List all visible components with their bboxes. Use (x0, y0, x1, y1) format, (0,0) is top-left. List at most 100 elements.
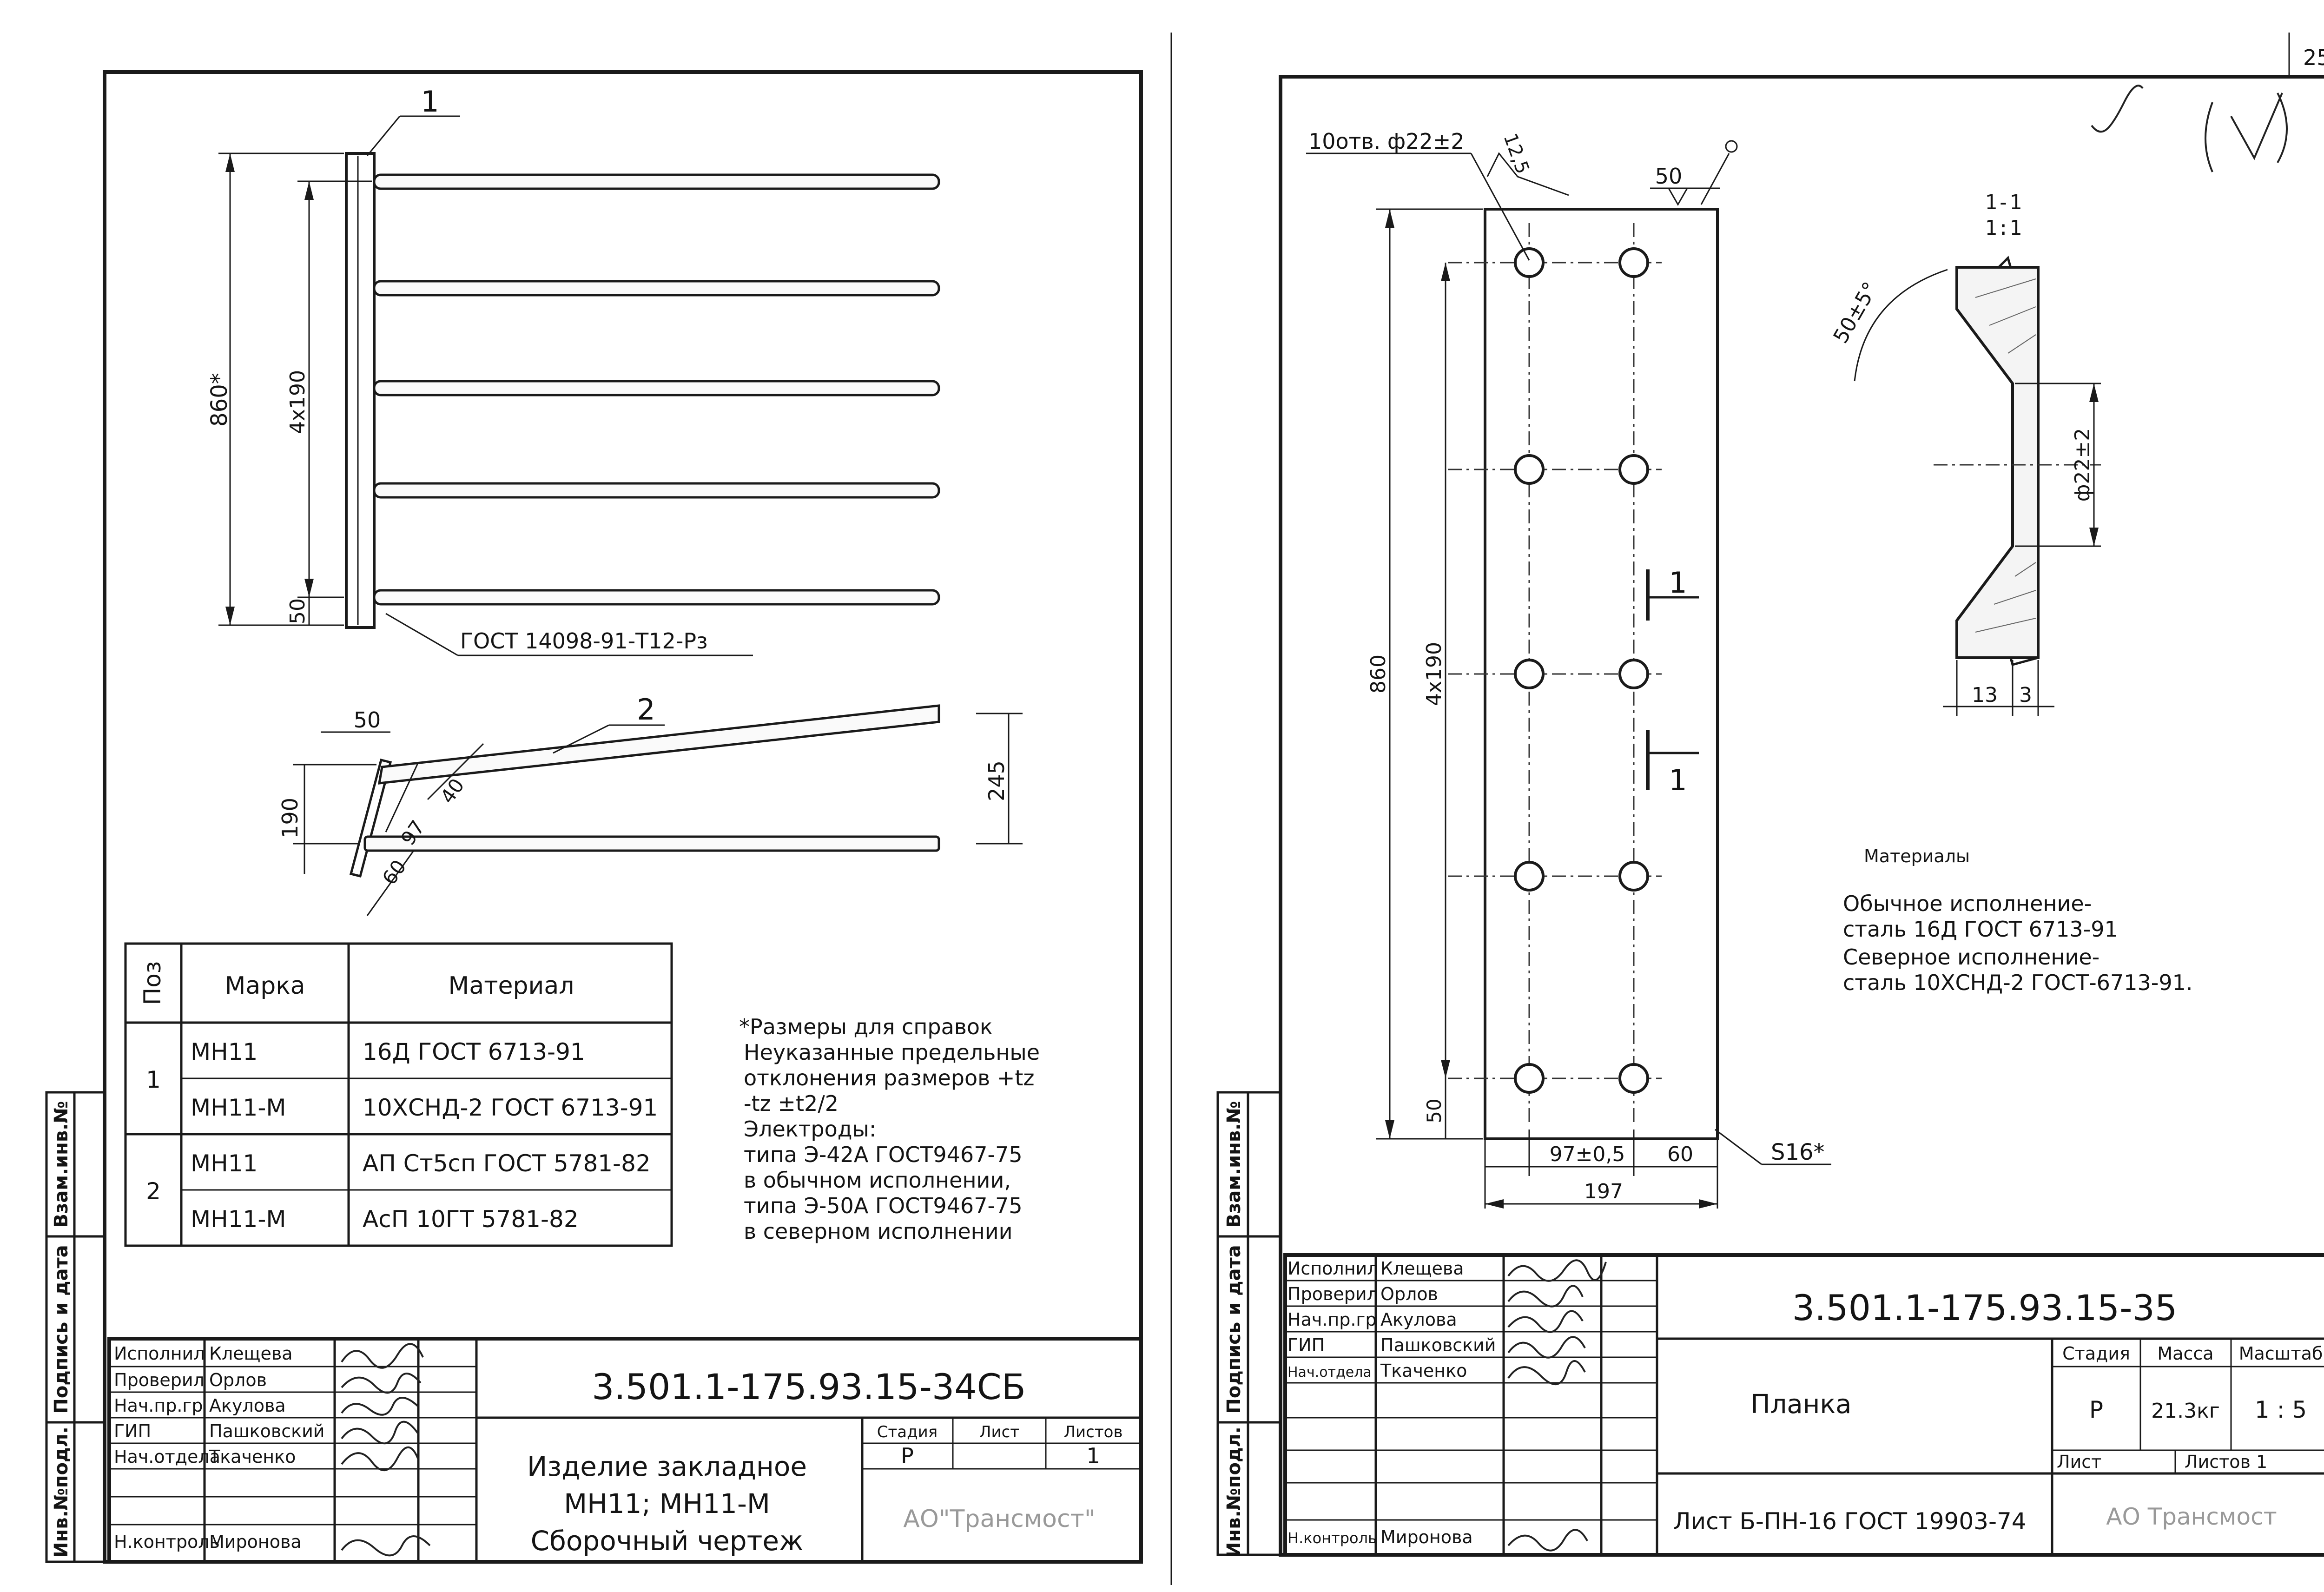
materials-note: Материалы Обычное исполнение- сталь 16Д … (1843, 846, 2193, 995)
stamp-inv-podl: Инв.№подл. (1223, 1427, 1245, 1558)
top-view: 1 860* 4x190 50 ГОСТ 14098-91-Т12-Рз (206, 85, 940, 656)
inclined-bar (377, 704, 940, 785)
anchor-bar (373, 589, 940, 606)
dim-245: 245 (984, 760, 1009, 801)
stage-value: Р (2089, 1396, 2103, 1423)
signatures (341, 1343, 431, 1557)
dim-860-star: 860* (206, 373, 232, 427)
sheets-label: Листов 1 (2185, 1452, 2267, 1472)
tb-role: Нач.отдела (114, 1447, 220, 1467)
check-mark-icon (2091, 85, 2144, 133)
sheet-label: Лист (2057, 1452, 2101, 1472)
straight-bar (363, 835, 940, 852)
spec-row-material: АсП 10ГТ 5781-82 (363, 1206, 579, 1233)
check-mark-icon (2277, 92, 2288, 163)
organization: АО"Трансмост" (903, 1505, 1096, 1533)
spec-row-mark: МН11 (191, 1150, 257, 1177)
bolt-hole (1514, 659, 1545, 689)
dim-197: 197 (1584, 1180, 1623, 1203)
dim-60: 60 (1667, 1143, 1693, 1166)
tb-role: Исполнил (114, 1343, 205, 1364)
tb-role: Нач.пр.гр (1287, 1309, 1377, 1330)
tb-role: Проверил (114, 1370, 205, 1390)
tb-name: Клещева (1380, 1258, 1464, 1279)
bolt-hole (1514, 861, 1545, 892)
document-code: 3.501.1-175.93.15-34СБ (592, 1366, 1026, 1407)
signatures (1507, 1259, 1607, 1552)
tb-name: Акулова (1380, 1309, 1457, 1330)
document-code: 3.501.1-175.93.15-35 (1792, 1287, 2177, 1328)
tb-role: Исполнил (1287, 1258, 1379, 1279)
tb-name: Клещева (209, 1343, 293, 1364)
holes-note: 10отв. ф22±2 (1308, 129, 1465, 154)
dim-50-bottom: 50 (286, 598, 310, 624)
side-view: 2 50 190 40 97 60 245 (277, 693, 1023, 916)
spec-row-mark: МН11-М (191, 1094, 286, 1121)
left-sheet: 1 860* 4x190 50 ГОСТ 14098-91-Т12-Рз (45, 33, 1172, 1585)
note-line: в обычном исполнении, (744, 1168, 1011, 1193)
spec-row-pos: 1 (146, 1066, 161, 1093)
left-title-block: Исполнил Проверил Нач.пр.гр ГИП Нач.отде… (107, 1337, 1143, 1564)
anchor-bar (373, 173, 940, 190)
spec-header-material: Материал (449, 972, 574, 1000)
tb-name: Орлов (209, 1370, 267, 1390)
holes (1514, 247, 1649, 1094)
section-cut-label: 1 (1669, 566, 1687, 600)
angle-50: 50±5° (1829, 278, 1883, 347)
organization: АО Трансмост (2106, 1503, 2277, 1530)
dim-4x190: 4x190 (1422, 642, 1446, 706)
dim-860: 860 (1367, 654, 1390, 694)
spec-row-material: 10ХСНД-2 ГОСТ 6713-91 (363, 1094, 658, 1121)
right-side-stamp: Инв.№подл. Подпись и дата Взам.инв.№ (1216, 1091, 1282, 1558)
doc-title: Планка (1751, 1389, 1852, 1420)
tb-name: Пашковский (1380, 1335, 1496, 1355)
embedded-plate (345, 152, 376, 629)
spec-row-mark: МН11-М (191, 1206, 286, 1233)
bolt-hole (1514, 454, 1545, 485)
scale-value: 1 : 5 (2255, 1396, 2307, 1423)
note-line: отклонения размеров +tz (744, 1065, 1035, 1090)
dim-50: 50 (1423, 1098, 1446, 1123)
tb-role: Н.контроль (114, 1532, 220, 1552)
note-line: Неуказанные предельные (744, 1040, 1040, 1065)
right-sheet-frame (1279, 75, 2324, 1557)
page-number: 25 (2303, 45, 2324, 70)
general-notes: *Размеры для справок Неуказанные предель… (739, 1014, 1040, 1244)
bolt-hole (1618, 247, 1649, 278)
scale-header: Масштаб (2239, 1343, 2323, 1364)
section-profile (1955, 266, 2040, 659)
dim-3: 3 (2019, 683, 2032, 707)
stamp-inv-podl: Инв.№подл. (51, 1427, 72, 1558)
left-side-stamp: Инв.№подл. Подпись и дата Взам.инв.№ (45, 1091, 106, 1563)
sheets-header: Листов (1063, 1423, 1122, 1441)
tb-role: Проверил (1287, 1284, 1378, 1304)
right-title-block: Исполнил Проверил Нач.пр.гр ГИП Нач.отде… (1283, 1253, 2324, 1557)
bolt-hole (1618, 861, 1649, 892)
spec-row-mark: МН11 (191, 1038, 257, 1065)
note-line: типа Э-42А ГОСТ9467-75 (744, 1142, 1023, 1167)
tb-name: Орлов (1380, 1284, 1438, 1304)
materials-line: Северное исполнение- (1843, 945, 2100, 970)
doc-title-line: МН11; МН11-М (564, 1488, 770, 1519)
sheet-header: Лист (979, 1423, 1019, 1441)
dim-50-top: 50 (354, 707, 381, 733)
material-gost-note: Лист Б-ПН-16 ГОСТ 19903-74 (1673, 1508, 2027, 1535)
anchor-bar (373, 482, 940, 499)
section-1-1: 1-1 1:1 ф22±2 50±5° (1829, 191, 2101, 716)
stage-header: Стадия (877, 1423, 938, 1441)
sheets-value: 1 (1086, 1443, 1100, 1468)
tb-role: ГИП (1287, 1335, 1325, 1355)
tb-name: Миронова (1380, 1527, 1473, 1547)
materials-line: сталь 10ХСНД-2 ГОСТ-6713-91. (1843, 970, 2193, 995)
tb-role: Н.контроль (1287, 1529, 1377, 1547)
bolt-hole (1514, 247, 1545, 278)
section-cut-label: 1 (1669, 763, 1687, 797)
mass-header: Масса (2157, 1343, 2213, 1364)
bolt-hole (1618, 659, 1649, 689)
spec-header-pos: Поз (139, 961, 166, 1005)
pos1-label: 1 (421, 85, 439, 119)
stamp-vzam-inv: Взам.инв.№ (51, 1101, 72, 1228)
weld-gost-note: ГОСТ 14098-91-Т12-Рз (460, 628, 708, 654)
note-line: Электроды: (744, 1116, 876, 1142)
check-mark-icon (2205, 102, 2213, 172)
